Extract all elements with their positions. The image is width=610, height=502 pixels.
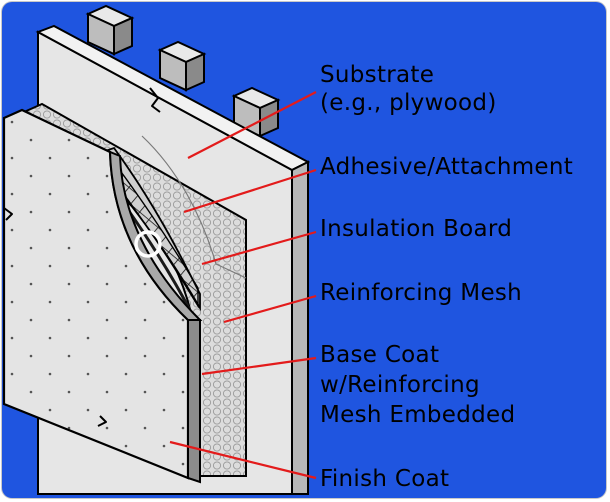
label-base-coat-line2: w/Reinforcing bbox=[320, 372, 480, 398]
label-base-coat-line3: Mesh Embedded bbox=[320, 402, 515, 428]
highlight-circle bbox=[134, 230, 162, 258]
label-substrate-line1: Substrate bbox=[320, 62, 434, 88]
label-insulation-board: Insulation Board bbox=[320, 216, 512, 242]
label-base-coat-line1: Base Coat bbox=[320, 342, 439, 368]
label-reinforcing-mesh: Reinforcing Mesh bbox=[320, 280, 522, 306]
label-finish-coat: Finish Coat bbox=[320, 466, 449, 492]
eifs-wall-diagram: Substrate (e.g., plywood) Adhesive/Attac… bbox=[2, 2, 606, 498]
leader-lines bbox=[169, 91, 317, 480]
studs bbox=[85, 4, 281, 138]
wall-section-illustration: Substrate (e.g., plywood) Adhesive/Attac… bbox=[2, 4, 573, 495]
label-substrate-line2: (e.g., plywood) bbox=[320, 90, 497, 116]
finish-coat-layer bbox=[2, 108, 203, 484]
layer-labels: Substrate (e.g., plywood) Adhesive/Attac… bbox=[320, 62, 573, 492]
label-adhesive: Adhesive/Attachment bbox=[320, 154, 573, 180]
